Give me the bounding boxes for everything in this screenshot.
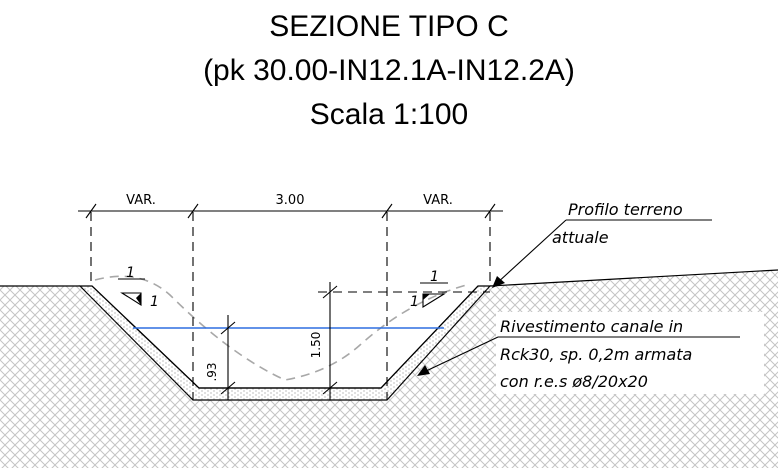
- channel-depth-label: 1.50: [309, 332, 323, 359]
- lining-label-line3: con r.e.s ø8/20x20: [500, 372, 648, 391]
- existing-terrain-profile: [94, 275, 471, 381]
- reference-lines: [90, 212, 491, 400]
- dim-right-label: VAR.: [423, 193, 453, 208]
- lining-label-box: [496, 312, 764, 394]
- left-slope-indicator: [118, 278, 145, 306]
- lining-leader: [423, 336, 740, 373]
- terrain-leader: [495, 219, 712, 285]
- right-slope-side: 1: [410, 294, 419, 310]
- dim-left-label: VAR.: [126, 193, 156, 208]
- left-slope-top: 1: [126, 265, 135, 281]
- water-depth-dimension: [220, 315, 236, 400]
- terrain-label-line1: Profilo terreno: [568, 200, 683, 219]
- ground-line: [0, 269, 778, 287]
- left-slope-side: 1: [150, 294, 159, 310]
- channel-depth-dimension: [322, 282, 338, 400]
- terrain-leader-arrow: [492, 276, 505, 288]
- right-slope-indicator: [420, 282, 448, 308]
- channel-lining: [78, 285, 492, 401]
- dim-center-label: 3.00: [276, 193, 305, 208]
- top-dimension-line: [78, 203, 503, 219]
- water-depth-label: .93: [205, 362, 219, 381]
- lining-label-line1: Rivestimento canale in: [500, 317, 683, 336]
- terrain-label-line2: attuale: [552, 228, 609, 247]
- lining-label-line2: Rck30, sp. 0,2m armata: [500, 345, 692, 364]
- drawing-scale: Scala 1:100: [309, 98, 469, 131]
- drawing-title: SEZIONE TIPO C: [269, 10, 509, 43]
- lining-leader-arrow: [417, 365, 430, 376]
- drawing-subtitle: (pk 30.00-IN12.1A-IN12.2A): [203, 54, 575, 87]
- right-slope-top: 1: [430, 269, 439, 285]
